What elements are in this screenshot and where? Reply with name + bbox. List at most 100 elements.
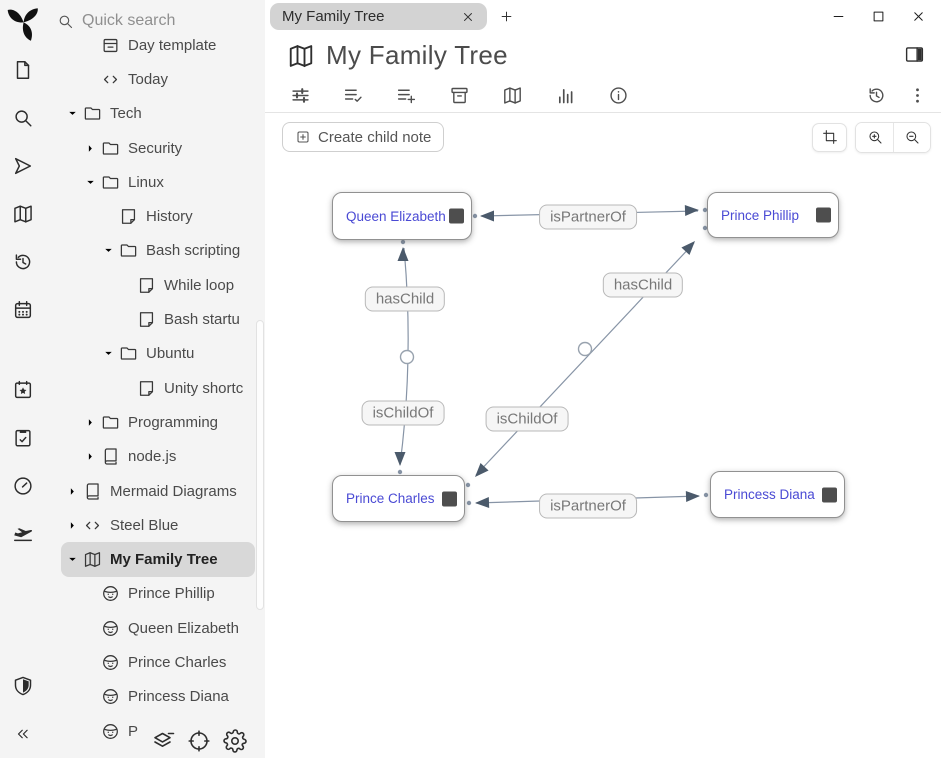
send-icon xyxy=(12,155,34,177)
launcher-travel-button[interactable] xyxy=(0,510,45,558)
tree-item-while-loop[interactable]: While loop xyxy=(45,268,255,302)
map-node-prince-phillip[interactable]: Prince Phillip xyxy=(707,192,839,238)
person-icon xyxy=(101,584,120,603)
tree-item-p[interactable]: P xyxy=(45,714,255,748)
chevron-right-icon[interactable] xyxy=(61,484,83,498)
node-resize-handle[interactable] xyxy=(816,207,831,223)
tree-item-unity-shortc[interactable]: Unity shortc xyxy=(45,371,255,405)
ribbon-basic-properties-button[interactable] xyxy=(288,82,312,108)
tab-close-icon[interactable] xyxy=(461,10,475,24)
tree-item-node-js[interactable]: node.js xyxy=(45,440,255,474)
tree-item-ubuntu[interactable]: Ubuntu xyxy=(45,337,255,371)
node-resize-handle[interactable] xyxy=(449,208,464,224)
tree-item-label: Unity shortc xyxy=(164,379,244,397)
launcher-calendar-button[interactable] xyxy=(0,286,45,334)
zoom-in-button[interactable] xyxy=(856,122,893,152)
tab-my-family-tree[interactable]: My Family Tree xyxy=(270,3,487,30)
minus-icon xyxy=(831,9,846,24)
chevron-down-icon[interactable] xyxy=(97,244,119,258)
book-icon xyxy=(83,482,102,501)
launcher-recent-changes-button[interactable] xyxy=(0,238,45,286)
tree-item-queen-elizabeth[interactable]: Queen Elizabeth xyxy=(45,611,255,645)
quick-search-input[interactable] xyxy=(82,12,232,30)
person-icon xyxy=(101,653,120,672)
collapse-tree-button[interactable] xyxy=(0,710,45,758)
plus-square-icon xyxy=(295,129,311,145)
new-tab-button[interactable] xyxy=(491,3,521,30)
ribbon-note-map-button[interactable] xyxy=(500,82,524,108)
launcher-search-button[interactable] xyxy=(0,94,45,142)
gauge-icon xyxy=(12,475,34,497)
launcher-bookmarked-day-button[interactable] xyxy=(0,366,45,414)
ribbon-inherited-attributes-button[interactable] xyxy=(394,82,418,108)
tree-item-prince-phillip[interactable]: Prince Phillip xyxy=(45,577,255,611)
tree-item-security[interactable]: Security xyxy=(45,131,255,165)
tree-item-bash-scripting[interactable]: Bash scripting xyxy=(45,234,255,268)
tree-item-my-family-tree[interactable]: My Family Tree xyxy=(61,542,255,577)
app-logo[interactable] xyxy=(5,0,41,46)
map-toolbar: Create child note xyxy=(265,113,941,157)
chevron-down-icon[interactable] xyxy=(97,347,119,361)
chevron-right-icon[interactable] xyxy=(79,450,101,464)
node-resize-handle[interactable] xyxy=(822,487,837,502)
tree-scrollbar[interactable] xyxy=(256,320,264,610)
tree-item-bash-startu[interactable]: Bash startu xyxy=(45,302,255,336)
tree-item-steel-blue[interactable]: Steel Blue xyxy=(45,508,255,542)
ribbon-note-paths-button[interactable] xyxy=(447,82,471,108)
tree-item-linux[interactable]: Linux xyxy=(45,165,255,199)
create-child-note-button[interactable]: Create child note xyxy=(282,122,445,152)
maximize-button[interactable] xyxy=(863,3,893,31)
tree-item-programming[interactable]: Programming xyxy=(45,405,255,439)
relation-label-haschild: hasChild xyxy=(602,272,684,298)
settings-button[interactable] xyxy=(221,727,249,755)
ribbon-owned-attributes-button[interactable] xyxy=(341,82,365,108)
search-icon xyxy=(12,107,34,129)
list-plus-icon xyxy=(396,85,417,106)
zoom-out-button[interactable] xyxy=(893,122,930,152)
launcher-protected-session-button[interactable] xyxy=(0,662,45,710)
reset-pan-zoom-button[interactable] xyxy=(812,122,847,152)
tree-item-princess-diana[interactable]: Princess Diana xyxy=(45,680,255,714)
more-options-button[interactable] xyxy=(905,82,929,108)
ribbon-note-info-button[interactable] xyxy=(606,82,630,108)
chevron-down-icon[interactable] xyxy=(79,175,101,189)
launcher-dashboard-button[interactable] xyxy=(0,462,45,510)
chevrons-left-icon xyxy=(14,725,32,743)
close-button[interactable] xyxy=(903,3,933,31)
tree-item-day-template[interactable]: Day template xyxy=(45,36,255,62)
shield-icon xyxy=(12,675,34,697)
node-resize-handle[interactable] xyxy=(442,491,457,506)
note-title[interactable]: My Family Tree xyxy=(326,40,508,70)
toggle-right-pane-button[interactable] xyxy=(901,43,927,69)
minimize-button[interactable] xyxy=(823,3,853,31)
scroll-to-active-note-button[interactable] xyxy=(185,727,213,755)
tree-item-history[interactable]: History xyxy=(45,199,255,233)
launcher-new-note-button[interactable] xyxy=(0,46,45,94)
note-revisions-button[interactable] xyxy=(864,82,888,108)
ribbon-similar-notes-button[interactable] xyxy=(553,82,577,108)
chevron-right-icon[interactable] xyxy=(79,141,101,155)
chevron-down-icon[interactable] xyxy=(61,553,83,567)
person-icon xyxy=(101,722,120,741)
tree-item-prince-charles[interactable]: Prince Charles xyxy=(45,645,255,679)
person-icon xyxy=(101,687,120,706)
launcher-note-map-button[interactable] xyxy=(0,190,45,238)
folder-icon xyxy=(119,241,138,260)
tree-item-tech[interactable]: Tech xyxy=(45,97,255,131)
tree-item-mermaid-diagrams[interactable]: Mermaid Diagrams xyxy=(45,474,255,508)
tree-item-today[interactable]: Today xyxy=(45,62,255,96)
chevron-right-icon[interactable] xyxy=(79,415,101,429)
plane-icon xyxy=(12,523,34,545)
map-node-queen-elizabeth-ii[interactable]: Queen Elizabeth II xyxy=(332,192,472,240)
tree-item-label: Queen Elizabeth xyxy=(128,619,239,637)
map-node-princess-diana[interactable]: Princess Diana xyxy=(710,471,845,518)
chevron-right-icon[interactable] xyxy=(61,518,83,532)
map-node-prince-charles[interactable]: Prince Charles xyxy=(332,475,465,522)
launcher-task-list-button[interactable] xyxy=(0,414,45,462)
sync-button[interactable] xyxy=(149,727,177,755)
sliders-icon xyxy=(290,85,311,106)
chevron-down-icon[interactable] xyxy=(61,107,83,121)
launcher-jump-to-note-button[interactable] xyxy=(0,142,45,190)
